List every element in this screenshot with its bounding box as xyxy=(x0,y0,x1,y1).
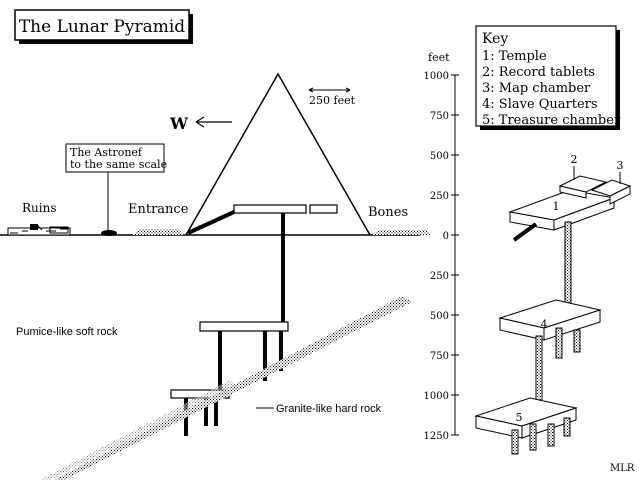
shaft-b xyxy=(263,331,267,381)
astronef-icon xyxy=(101,230,117,236)
granite-band xyxy=(54,296,412,480)
astronef-label: The Astronef xyxy=(70,146,143,159)
astronef-label-box: The Astronef to the same scale xyxy=(65,143,167,173)
scale-label: 250 feet xyxy=(309,94,356,107)
key-item: 3: Map chamber xyxy=(482,81,591,96)
iso-entrance-tunnel xyxy=(512,222,538,242)
bones-label: Bones xyxy=(368,205,408,220)
tick-label: 750 xyxy=(430,351,449,362)
ruins-icon xyxy=(7,224,71,236)
pumice-label: Pumice-like soft rock xyxy=(16,326,118,338)
axis-ticks: 1000 750 500 250 0 250 500 750 1000 1250 xyxy=(424,71,459,442)
tick-label: 0 xyxy=(443,231,449,242)
axis-unit: feet xyxy=(428,51,450,64)
key-item: 5: Treasure chamber xyxy=(482,113,621,128)
isometric-section: 2 3 1 4 5 xyxy=(474,153,632,455)
entrance-label: Entrance xyxy=(128,202,189,217)
direction-label: W xyxy=(169,114,189,133)
tick-label: 250 xyxy=(430,271,449,282)
room-number: 2 xyxy=(571,153,578,166)
page-title: The Lunar Pyramid xyxy=(19,17,185,37)
record-chamber xyxy=(309,204,338,214)
pyramid-outline xyxy=(185,72,371,236)
tick-label: 1250 xyxy=(424,431,449,442)
bones-sand xyxy=(372,230,430,235)
room-number: 4 xyxy=(541,318,548,331)
scale-indicator: 250 feet xyxy=(308,87,356,107)
tick-label: 1000 xyxy=(424,71,449,82)
ruins-label: Ruins xyxy=(22,201,57,215)
west-arrow-icon xyxy=(195,116,232,128)
entrance-sand xyxy=(132,229,184,235)
main-shaft xyxy=(281,213,285,322)
tick-label: 500 xyxy=(430,151,449,162)
tick-label: 500 xyxy=(430,311,449,322)
temple-chamber xyxy=(233,204,307,214)
room-number: 1 xyxy=(553,200,560,213)
title-box: The Lunar Pyramid xyxy=(14,9,193,44)
room-number: 5 xyxy=(516,411,523,424)
tick-label: 1000 xyxy=(424,391,449,402)
key-item: 1: Temple xyxy=(482,49,547,64)
shaft-a xyxy=(218,331,222,391)
granite-label: Granite-like hard rock xyxy=(276,403,382,415)
iso-shaft-main xyxy=(564,221,572,313)
key-box: Key 1: Temple 2: Record tablets 3: Map c… xyxy=(475,25,621,130)
key-item: 2: Record tablets xyxy=(482,65,595,80)
astronef-label-2: to the same scale xyxy=(70,158,167,171)
tick-label: 750 xyxy=(430,111,449,122)
slave-quarters-chamber xyxy=(199,321,289,332)
granite-band-fade xyxy=(40,380,236,480)
tick-label: 250 xyxy=(430,191,449,202)
credit-label: MLR xyxy=(610,463,635,474)
shaft-c xyxy=(279,331,283,371)
key-item: 4: Slave Quarters xyxy=(482,97,598,112)
shaft-f xyxy=(214,398,218,426)
key-heading: Key xyxy=(482,31,508,47)
shaft-e xyxy=(204,398,208,426)
iso-shaft-lower xyxy=(535,335,543,409)
room-number: 3 xyxy=(617,159,624,172)
entrance-tunnel xyxy=(187,210,235,235)
